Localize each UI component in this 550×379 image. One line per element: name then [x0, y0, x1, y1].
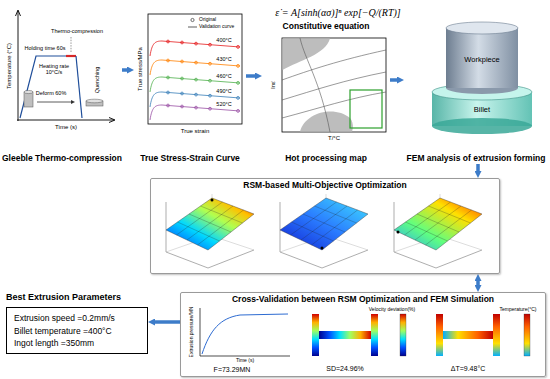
parameter-line: Ingot length =350mm	[14, 337, 140, 349]
flow-arrow	[246, 74, 258, 78]
annotation: Deform 60%	[36, 90, 67, 96]
caption: FEM analysis of extrusion forming	[404, 154, 548, 164]
axis-label: Temperature (°C)	[6, 43, 13, 89]
caption: Gleeble Thermo-compression	[2, 154, 122, 164]
axis-label: True stress/MPa	[137, 47, 144, 91]
equation: ε̇ = A[sinh(ασ)]ⁿ exp[−Q/(RT)]	[275, 7, 400, 18]
curve-label: 520°C	[215, 101, 232, 107]
curve-label: 490°C	[215, 88, 232, 94]
caption: Cross-Validation between RSM Optimizatio…	[185, 295, 541, 305]
part-label: Billet	[474, 106, 490, 114]
caption: Constitutive equation	[262, 22, 390, 32]
caption: RSM-based Multi-Objective Optimization	[155, 181, 495, 191]
parameter-frame: Extrusion speed =0.2mm/sBillet temperatu…	[6, 307, 148, 354]
annotation: Quenching	[94, 67, 100, 94]
colorbar-title: Temperature(°C)	[499, 307, 536, 313]
axis-label: Time (s)	[236, 358, 254, 364]
process-box: RSM-based Multi-Objective Optimization	[150, 178, 500, 274]
flow-arrow	[390, 78, 400, 82]
result-value: SD=24.96%	[326, 365, 364, 373]
process-box: Cross-Validation between RSM Optimizatio…	[180, 292, 546, 377]
spacer	[404, 8, 548, 154]
axis-label: Time (s)	[55, 124, 77, 131]
curve-label: 460°C	[215, 73, 232, 79]
part-label: Workpiece	[464, 56, 499, 64]
annotation: Thermo-compression	[51, 28, 103, 34]
legend-text: Validation curve	[199, 23, 234, 30]
axis-label: lnε̇	[270, 81, 277, 88]
annotation: Holding time 60s	[25, 45, 66, 51]
parameter-line: Extrusion speed =0.2mm/s	[14, 312, 140, 324]
result-value: ΔT=9.48°C	[451, 365, 486, 373]
axis-label: Extrusion pressure/MN	[189, 307, 195, 358]
flow-arrow	[476, 164, 480, 174]
figure-panel: FEM analysis of extrusion forming	[404, 8, 548, 164]
spacer	[262, 35, 390, 154]
caption: Hot processing map	[262, 154, 390, 164]
legend-sample	[188, 17, 197, 23]
result-box: Best Extrusion ParametersExtrusion speed…	[6, 292, 148, 354]
axis-label: T/°C	[328, 135, 340, 142]
caption: True Stress-Strain Curve	[134, 154, 246, 164]
flow-arrow	[476, 278, 480, 288]
curve-label: 400°C	[215, 37, 232, 43]
spacer	[185, 308, 541, 374]
axis-label: True strain	[181, 128, 209, 135]
legend-sample	[188, 24, 197, 30]
curve-label: 430°C	[215, 56, 232, 62]
figure-panel: Constitutive equationHot processing map	[262, 22, 390, 164]
spacer	[155, 194, 495, 271]
legend-text: Original	[199, 16, 216, 23]
flow-arrow	[122, 68, 130, 72]
figure-panel: True Stress-Strain Curve	[134, 8, 246, 164]
annotation: Heating rate 10°C/s	[36, 63, 72, 75]
heading: Best Extrusion Parameters	[6, 292, 148, 302]
flow-arrow	[152, 320, 180, 324]
legend-item: Original	[188, 16, 216, 23]
parameter-line: Billet temperature =400°C	[14, 325, 140, 337]
colorbar-title: Velocity deviation(%)	[369, 307, 415, 313]
legend-item: Validation curve	[188, 23, 234, 30]
result-value: F=73.29MN	[214, 366, 251, 374]
